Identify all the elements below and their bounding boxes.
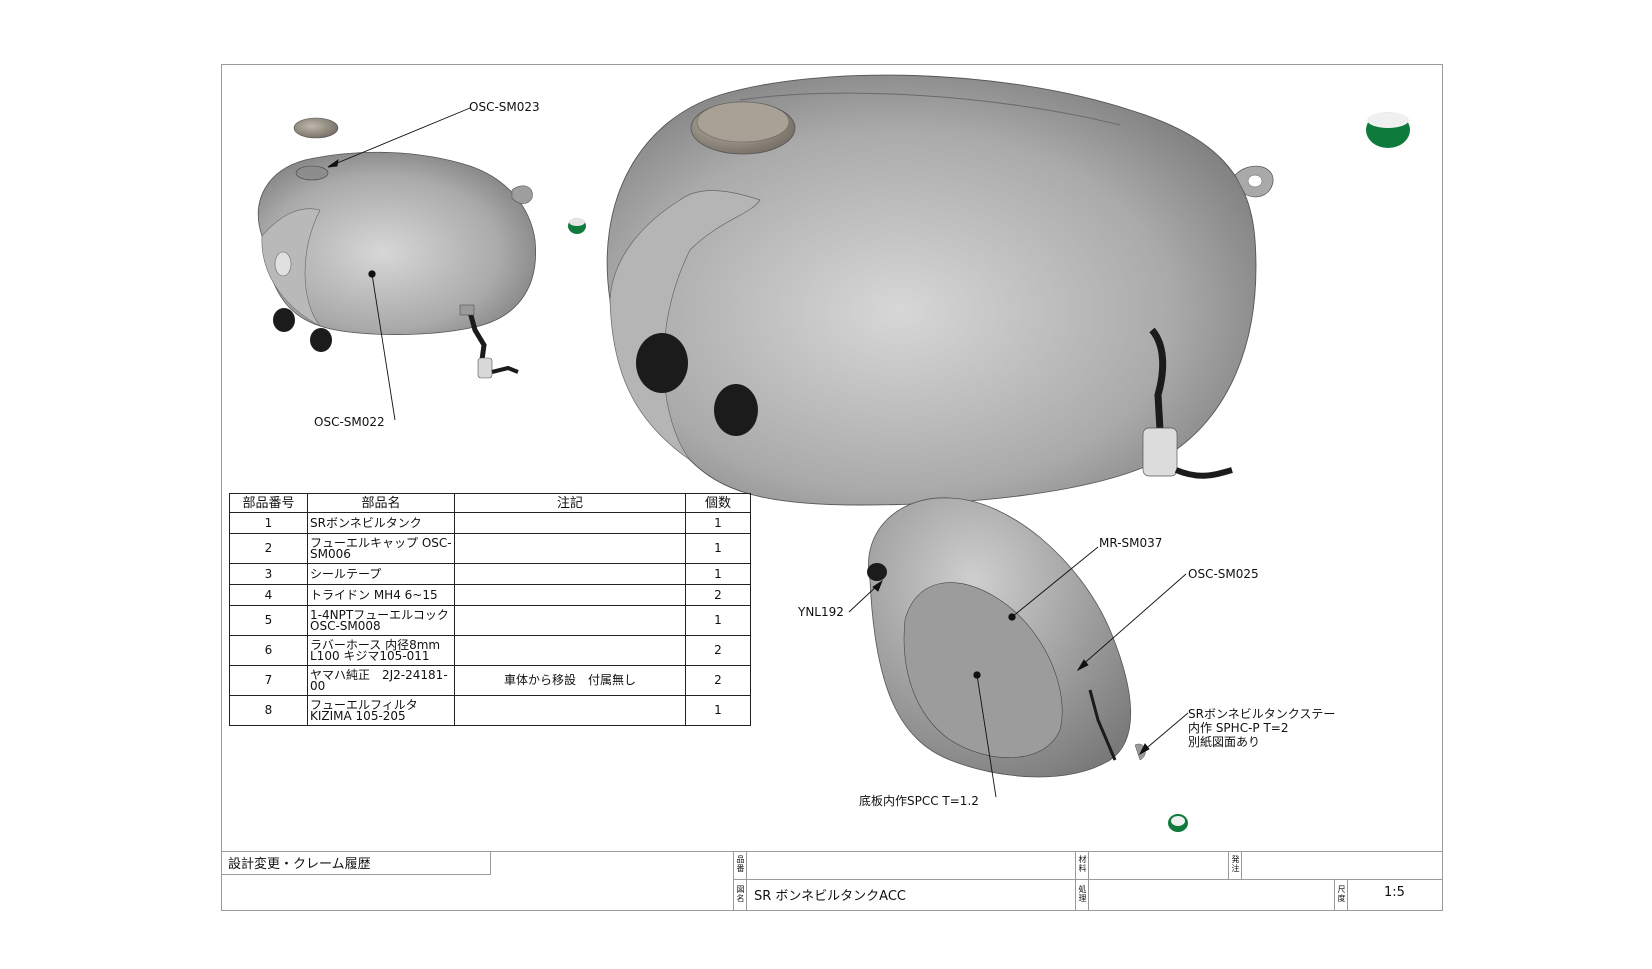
scale-label: 尺度 (1337, 885, 1346, 903)
cell-qty: 1 (685, 512, 751, 534)
callout-bottom-plate: 底板内作SPCC T=1.2 (859, 794, 979, 808)
cell-note: 車体から移設 付属無し (454, 665, 686, 696)
cell-part-no: 2 (229, 533, 308, 564)
cell-part-name: SRボンネビルタンク (307, 512, 455, 534)
cell-note (454, 584, 686, 606)
order-label: 発注 (1231, 855, 1240, 873)
cell-part-name: シールテープ (307, 563, 455, 585)
table-row: 3 シールテープ 1 (229, 563, 751, 585)
callout-stay-line2: 内作 SPHC-P T=2 (1188, 721, 1289, 735)
callout-cock-part: OSC-SM025 (1188, 567, 1259, 581)
cell-note (454, 512, 686, 534)
fuel-cap-small (293, 117, 339, 139)
parts-list-table: 部品番号 部品名 注記 個数 1 SRボンネビルタンク 1 2 フューエルキャッ… (229, 493, 751, 726)
cell-qty: 1 (685, 563, 751, 585)
table-row: 1 SRボンネビルタンク 1 (229, 512, 751, 534)
small-tank-view (257, 117, 586, 379)
table-row: 2 フューエルキャップ OSC-SM006 1 (229, 533, 751, 564)
material-label: 材料 (1078, 855, 1087, 873)
cell-part-no: 3 (229, 563, 308, 585)
cell-note (454, 695, 686, 726)
cell-part-name: フューエルフィルタ KIZIMA 105-205 (307, 695, 455, 726)
cell-part-name: ラバーホース 内径8mm L100 キジマ105-011 (307, 635, 455, 666)
leader-lines (327, 107, 1189, 798)
cell-part-no: 8 (229, 695, 308, 726)
table-row: 6 ラバーホース 内径8mm L100 キジマ105-011 2 (229, 635, 751, 666)
cell-qty: 1 (685, 533, 751, 564)
callout-stay-line1: SRボンネビルタンクステー (1188, 707, 1336, 721)
table-row: 8 フューエルフィルタ KIZIMA 105-205 1 (229, 695, 751, 726)
cell-note (454, 533, 686, 564)
scale-value: 1:5 (1384, 885, 1405, 900)
drawing-name: SR ボンネビルタンクACC (754, 889, 906, 904)
cell-qty: 1 (685, 605, 751, 636)
col-header-note: 注記 (454, 493, 686, 513)
parts-list-header: 部品番号 部品名 注記 個数 (229, 493, 751, 513)
col-header-part-name: 部品名 (307, 493, 455, 513)
callout-bracket-part: MR-SM037 (1099, 536, 1163, 550)
cell-part-no: 4 (229, 584, 308, 606)
cell-qty: 1 (685, 695, 751, 726)
callout-stay-line3: 別紙図面あり (1188, 735, 1261, 749)
part-no-label: 品番 (736, 855, 745, 873)
cell-part-name: フューエルキャップ OSC-SM006 (307, 533, 455, 564)
table-row: 7 ヤマハ純正 2J2-24181-00 車体から移設 付属無し 2 (229, 665, 751, 696)
treatment-label: 処理 (1078, 885, 1087, 903)
col-header-qty: 個数 (685, 493, 751, 513)
cell-part-name: 1-4NPTフューエルコック OSC-SM008 (307, 605, 455, 636)
drawing-sheet-border (221, 64, 1443, 911)
large-tank-view (606, 74, 1410, 506)
cell-part-name: トライドン MH4 6~15 (307, 584, 455, 606)
cell-note (454, 563, 686, 585)
drawing-name-label: 図名 (736, 885, 745, 903)
cell-note (454, 635, 686, 666)
table-row: 5 1-4NPTフューエルコック OSC-SM008 1 (229, 605, 751, 636)
cell-note (454, 605, 686, 636)
cell-qty: 2 (685, 584, 751, 606)
cell-part-no: 6 (229, 635, 308, 666)
cell-part-no: 5 (229, 605, 308, 636)
callout-grommet-part: YNL192 (798, 605, 844, 619)
cell-part-no: 7 (229, 665, 308, 696)
col-header-part-no: 部品番号 (229, 493, 308, 513)
cell-part-name: ヤマハ純正 2J2-24181-00 (307, 665, 455, 696)
callout-cap-part: OSC-SM023 (469, 100, 540, 114)
cell-qty: 2 (685, 665, 751, 696)
large-tank-body (606, 74, 1257, 506)
cell-qty: 2 (685, 635, 751, 666)
table-row: 4 トライドン MH4 6~15 2 (229, 584, 751, 606)
callout-tank-part: OSC-SM022 (314, 415, 385, 429)
cell-part-no: 1 (229, 512, 308, 534)
bottom-tank-view (867, 497, 1188, 832)
revision-history-label: 設計変更・クレーム履歴 (228, 857, 371, 872)
